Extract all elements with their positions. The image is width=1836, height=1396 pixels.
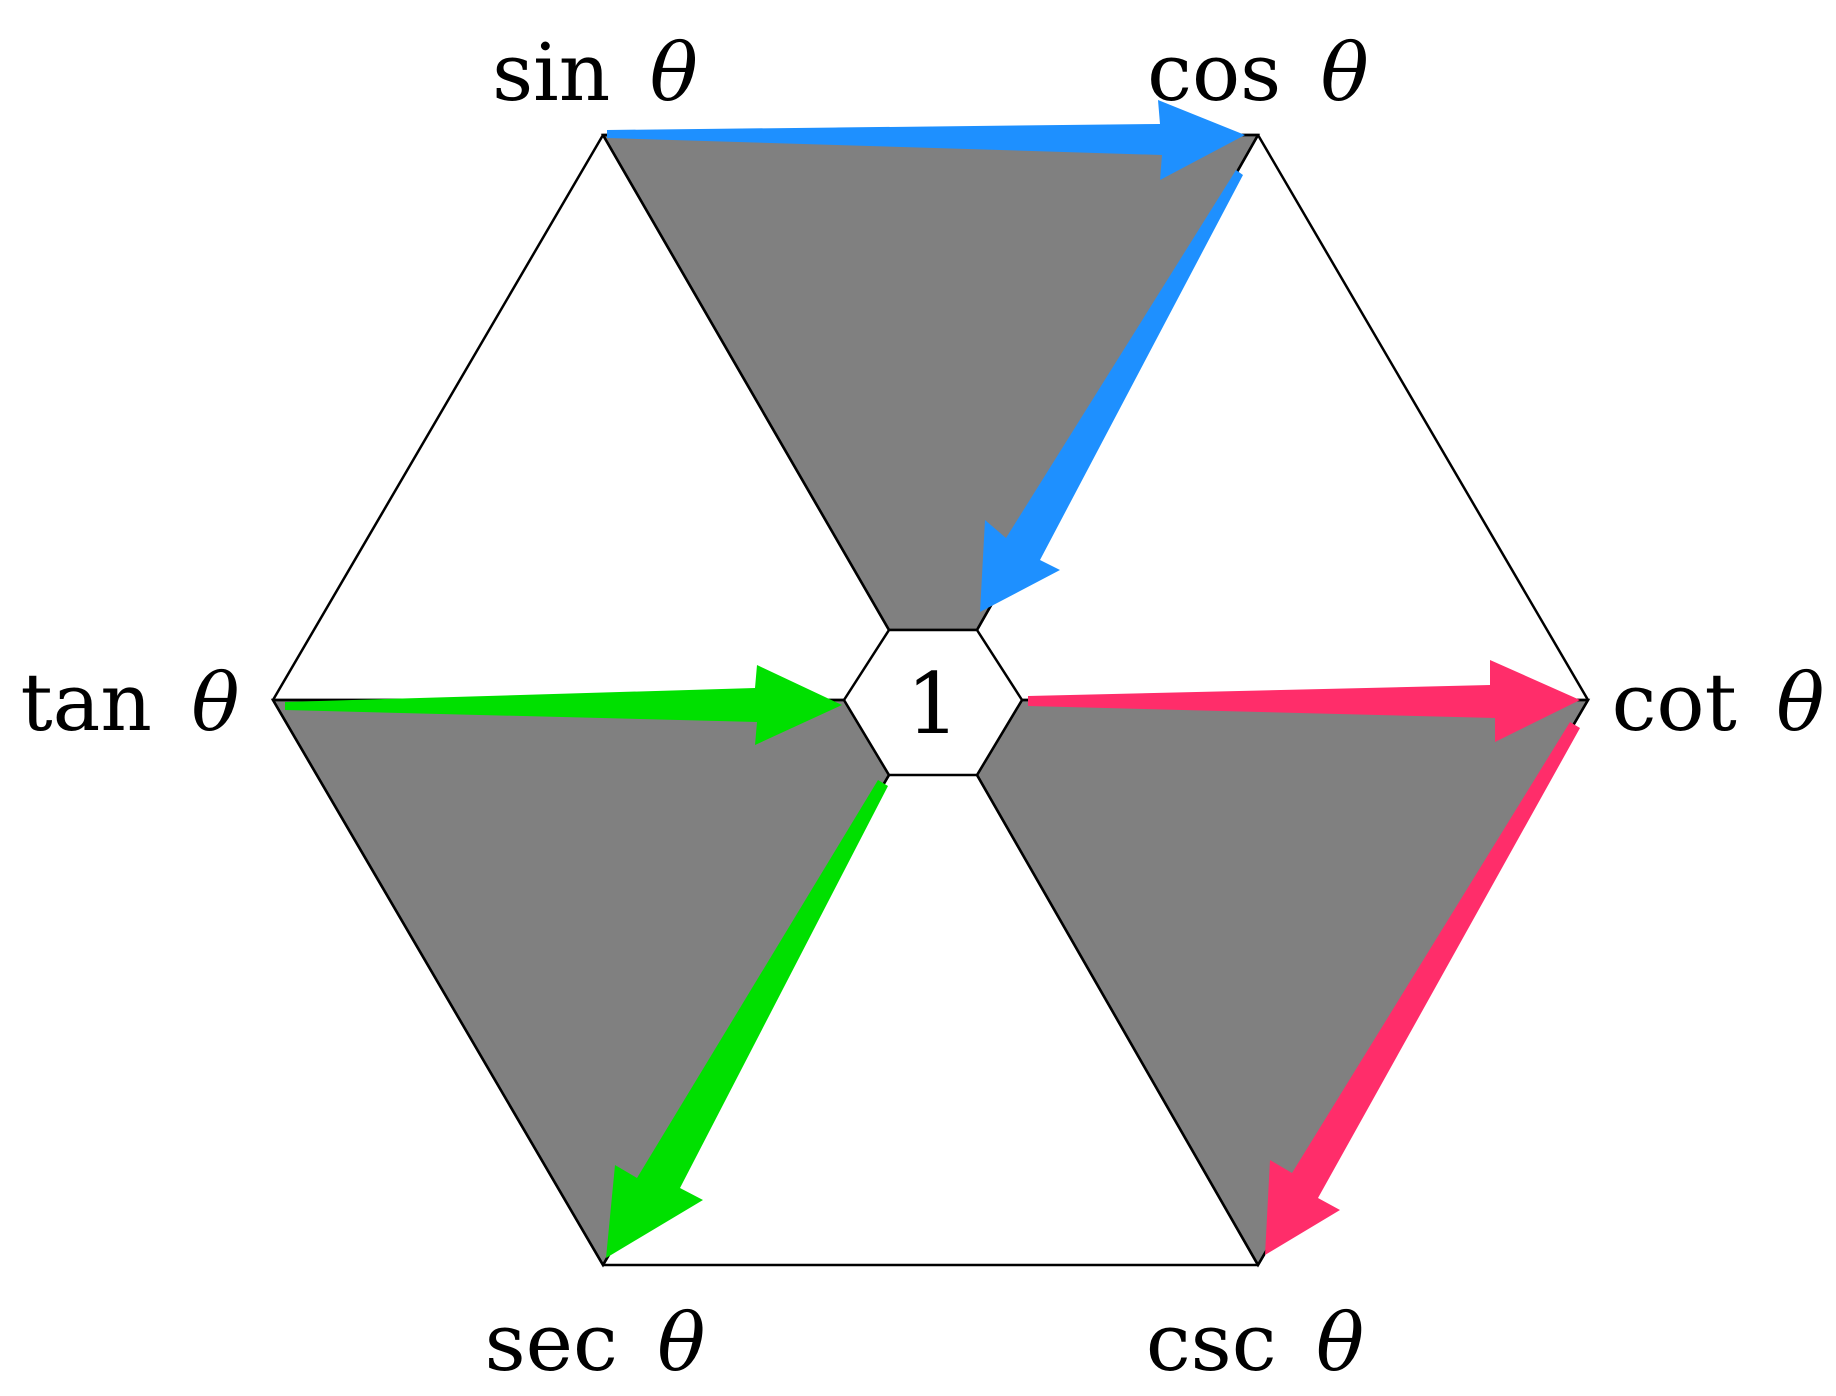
label-cos-name: cos (1147, 26, 1281, 119)
center-node: 1 (842, 628, 1024, 777)
center-label: 1 (906, 655, 959, 753)
label-cos: cos θ (1147, 26, 1369, 119)
label-csc-var: θ (1316, 1296, 1364, 1389)
label-cot-var: θ (1776, 656, 1824, 749)
label-tan-var: θ (191, 656, 239, 749)
arrow-cot-to-csc (1265, 722, 1580, 1255)
label-sin: sin θ (492, 26, 698, 119)
function-labels: sin θ cos θ tan θ cot θ sec θ csc θ (21, 26, 1825, 1389)
arrow-cos-to-center (980, 170, 1243, 612)
label-tan: tan θ (21, 656, 240, 749)
arrow-tan-to-center (285, 665, 842, 745)
shaded-triangle-tan-sec (270, 698, 891, 1268)
label-sec-name: sec (485, 1296, 618, 1389)
label-sec: sec θ (485, 1296, 706, 1389)
label-cos-var: θ (1321, 26, 1369, 119)
shaded-triangle-sin-cos (600, 133, 1261, 632)
label-csc: csc θ (1146, 1296, 1364, 1389)
label-cot-name: cot (1612, 656, 1737, 749)
label-cot: cot θ (1612, 656, 1825, 749)
arrow-center-to-sec (606, 780, 888, 1258)
arrows (285, 100, 1580, 1258)
spoke-csc (975, 774, 1260, 1266)
center-hexagon (842, 628, 1024, 777)
label-sin-name: sin (492, 26, 610, 119)
arrow-sin-to-cos (607, 100, 1245, 180)
label-sin-var: θ (650, 26, 698, 119)
spoke-sin (601, 134, 891, 631)
arrow-center-to-cot (1028, 660, 1580, 742)
label-sec-var: θ (657, 1296, 705, 1389)
label-csc-name: csc (1146, 1296, 1277, 1389)
label-tan-name: tan (21, 656, 152, 749)
